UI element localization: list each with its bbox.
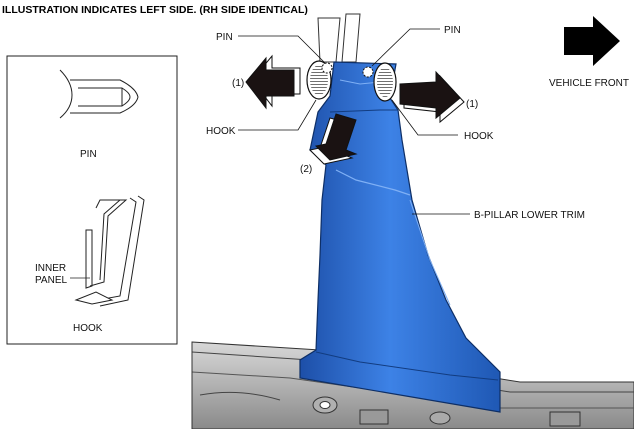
- clip-markers: [306, 60, 397, 102]
- inset-inner-panel-line1: INNER: [35, 263, 66, 274]
- upper-pillar: [317, 13, 361, 63]
- inset-pin-caption: PIN: [80, 149, 97, 160]
- label-hook-right: HOOK: [464, 131, 494, 142]
- label-step2: (2): [300, 164, 312, 175]
- removal-arrow-down: [308, 113, 358, 165]
- label-pin-right: PIN: [444, 25, 461, 36]
- inset-inner-panel-line2: PANEL: [35, 275, 67, 286]
- left-pin-marker: [321, 62, 333, 74]
- label-vehicle-front: VEHICLE FRONT: [549, 78, 629, 89]
- label-step1-right: (1): [466, 99, 478, 110]
- callout-leaders: [238, 28, 470, 215]
- inset-hook-caption: HOOK: [73, 323, 103, 334]
- removal-arrow-right: [399, 70, 465, 124]
- pin-drawing: [59, 69, 139, 119]
- label-pin-left: PIN: [216, 32, 233, 43]
- label-hook-left: HOOK: [206, 126, 236, 137]
- b-pillar-lower-trim: [299, 61, 501, 413]
- illustration-title: ILLUSTRATION INDICATES LEFT SIDE. (RH SI…: [2, 4, 308, 16]
- hook-drawing: [74, 195, 145, 307]
- vehicle-front-arrow: [564, 16, 620, 66]
- label-step1-left: (1): [232, 78, 244, 89]
- detail-inset: PIN INNER PANEL HOOK: [6, 55, 178, 345]
- removal-arrow-left: [245, 54, 301, 110]
- label-part-name: B-PILLAR LOWER TRIM: [474, 210, 585, 221]
- right-pin-marker: [362, 66, 374, 78]
